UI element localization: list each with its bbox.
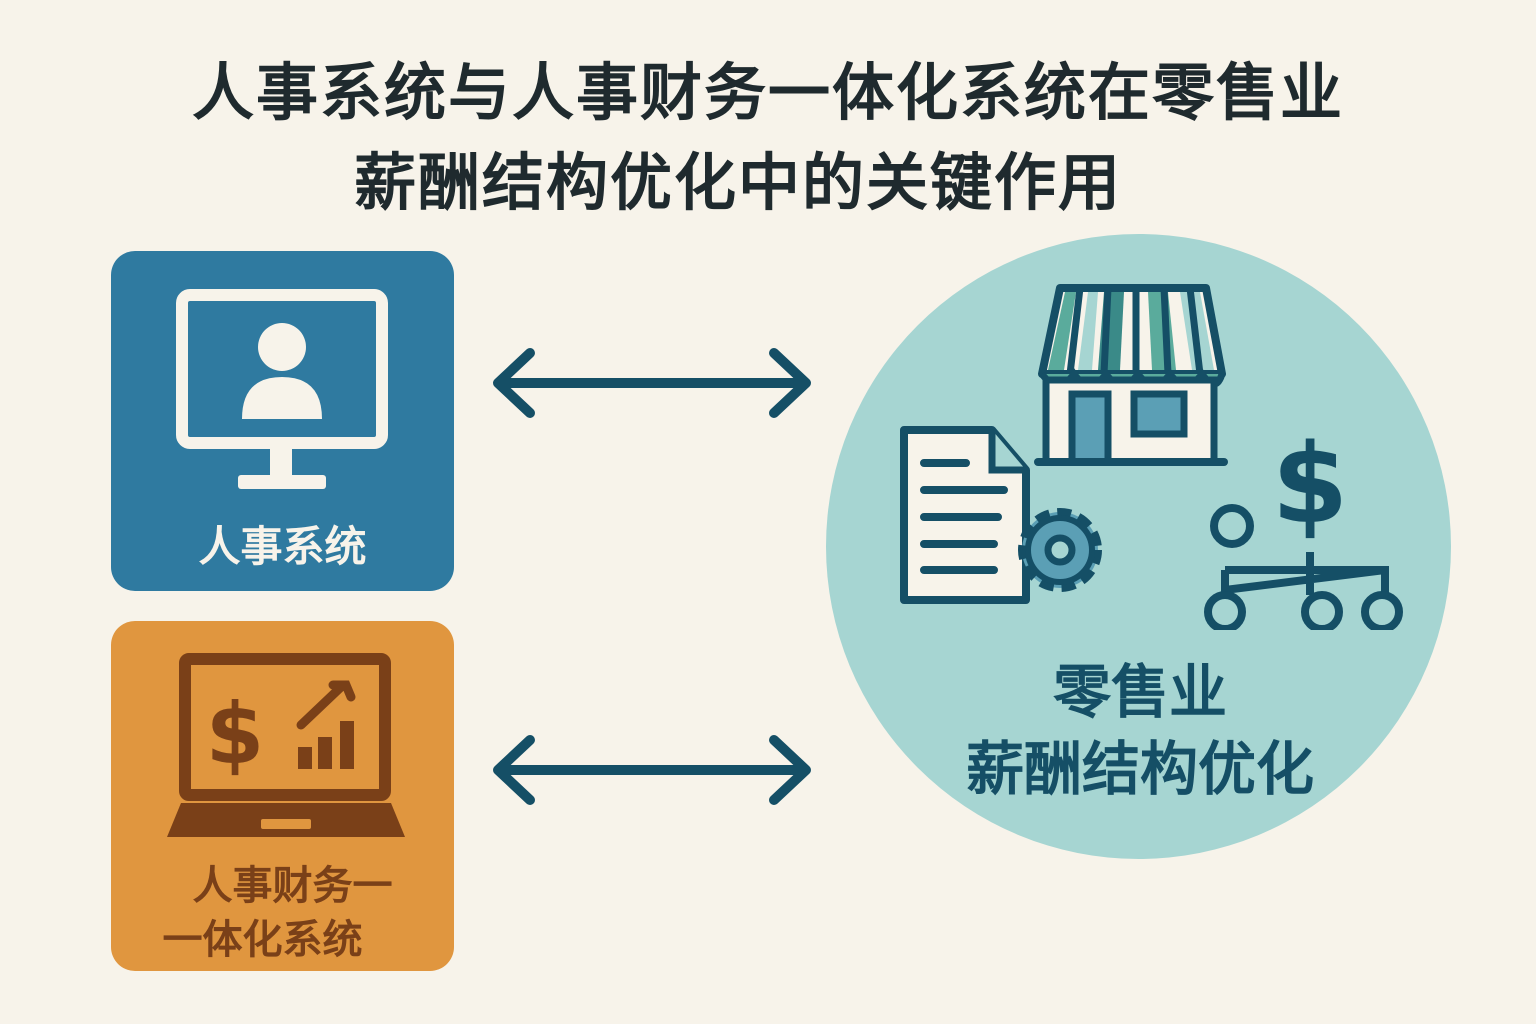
retail-icons: $ bbox=[900, 284, 1403, 630]
monitor-user-icon bbox=[176, 289, 388, 489]
hr-finance-label-line-2: 一体化系统 bbox=[162, 917, 363, 963]
svg-text:$: $ bbox=[1272, 420, 1349, 548]
dollar-hierarchy-icon: $ bbox=[1204, 420, 1403, 630]
document-gear-icon bbox=[900, 426, 1102, 604]
title-line-1: 人事系统与人事财务一体化系统在零售业 bbox=[191, 56, 1344, 129]
hr-system-label: 人事系统 bbox=[198, 522, 367, 571]
laptop-finance-chart-icon: $ bbox=[167, 653, 405, 837]
bidirectional-arrow-top bbox=[493, 348, 811, 418]
hr-finance-system-box: $ 人事财务一 一体化系统 bbox=[111, 621, 454, 971]
svg-text:$: $ bbox=[206, 685, 264, 783]
store-icon bbox=[1034, 284, 1228, 466]
bidirectional-arrow-bottom bbox=[493, 735, 811, 805]
retail-label-line-1: 零售业 bbox=[1052, 658, 1227, 726]
title-line-2: 薪酬结构优化中的关键作用 bbox=[353, 146, 1122, 219]
retail-label-line-2: 薪酬结构优化 bbox=[965, 735, 1314, 803]
hr-system-box: 人事系统 bbox=[111, 251, 454, 591]
hr-finance-label-line-1: 人事财务一 bbox=[192, 863, 393, 909]
